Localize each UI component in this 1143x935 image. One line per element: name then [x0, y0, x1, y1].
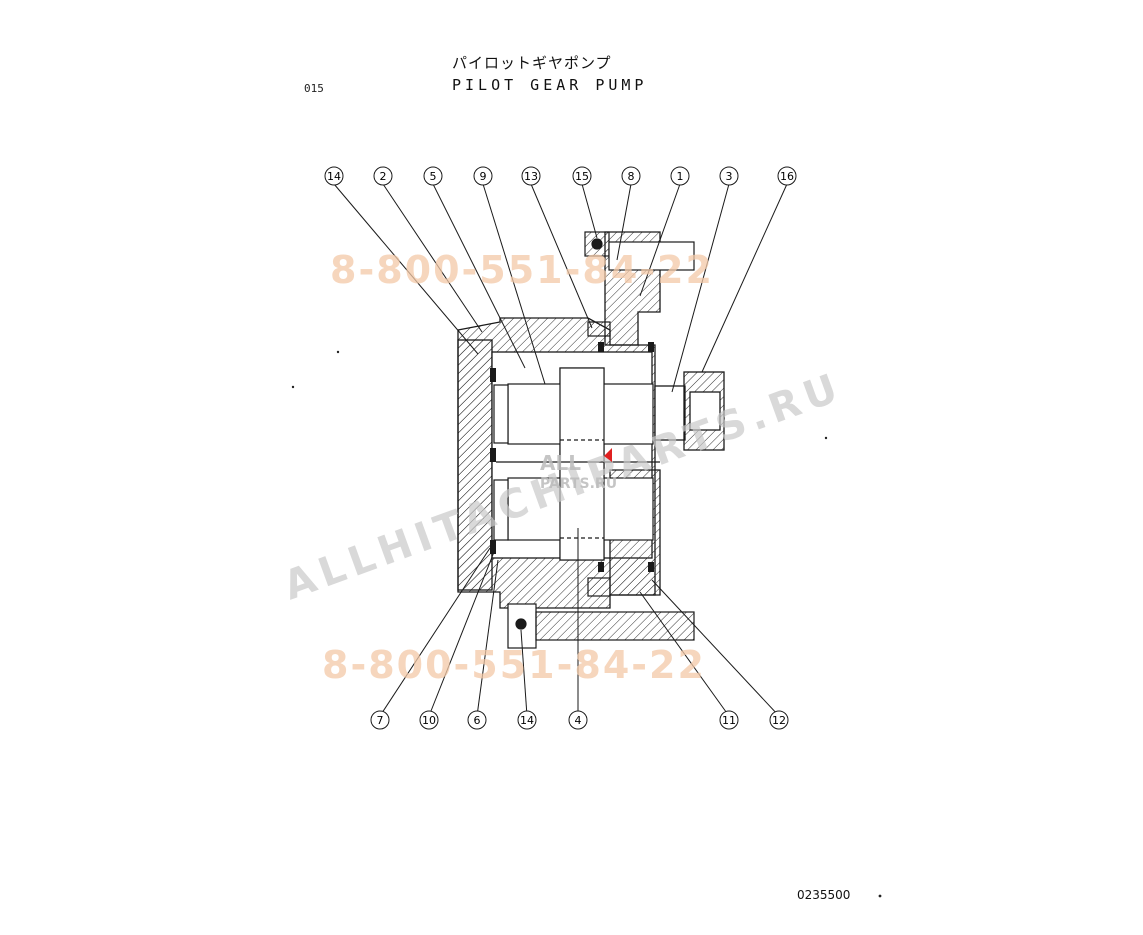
watermark-logo-line1: ALL — [540, 451, 581, 475]
svg-text:5: 5 — [430, 170, 437, 183]
svg-text:3: 3 — [726, 170, 733, 183]
svg-text:7: 7 — [377, 714, 384, 727]
diagram-title-english: PILOT GEAR PUMP — [452, 76, 648, 94]
bottom-bolt — [507, 577, 695, 649]
svg-text:11: 11 — [722, 714, 736, 727]
svg-text:2: 2 — [380, 170, 387, 183]
callout-5: 5 — [423, 166, 443, 186]
svg-text:10: 10 — [422, 714, 436, 727]
callout-13: 13 — [521, 166, 541, 186]
leader-lines-bottom — [379, 528, 780, 717]
callout-3: 3 — [719, 166, 739, 186]
svg-text:16: 16 — [780, 170, 794, 183]
callout-6: 6 — [467, 710, 487, 730]
callout-10: 10 — [419, 710, 439, 730]
callouts-bottom: 7 10 6 14 4 11 12 — [370, 710, 789, 730]
callout-14-top: 14 — [324, 166, 344, 186]
diagram-title-japanese: パイロットギヤポンプ — [452, 54, 612, 72]
callout-2: 2 — [373, 166, 393, 186]
callout-12: 12 — [769, 710, 789, 730]
svg-text:15: 15 — [575, 170, 589, 183]
svg-text:8: 8 — [628, 170, 635, 183]
svg-text:12: 12 — [772, 714, 786, 727]
callout-15: 15 — [572, 166, 592, 186]
drawing-number: 0235500 — [797, 888, 851, 902]
callout-14-bottom: 14 — [517, 710, 537, 730]
watermark-logo-accent — [604, 448, 612, 462]
svg-text:9: 9 — [480, 170, 487, 183]
svg-text:14: 14 — [327, 170, 341, 183]
callout-9: 9 — [473, 166, 493, 186]
svg-text:14: 14 — [520, 714, 534, 727]
top-bolt — [584, 231, 695, 337]
callout-8: 8 — [621, 166, 641, 186]
svg-text:6: 6 — [474, 714, 481, 727]
leader-lines-top — [333, 183, 788, 393]
callouts-top: 14 2 5 9 13 15 8 1 3 16 — [324, 166, 797, 186]
watermark-phone-top: 8-800-551-84-22 — [330, 248, 714, 292]
callout-7: 7 — [370, 710, 390, 730]
svg-text:4: 4 — [575, 714, 582, 727]
svg-text:1: 1 — [677, 170, 684, 183]
seals — [490, 342, 654, 572]
callout-4: 4 — [568, 710, 588, 730]
drive-shaft — [654, 371, 725, 451]
callout-16: 16 — [777, 166, 797, 186]
gear-set — [493, 367, 660, 561]
watermark-phone-bottom: 8-800-551-84-22 — [322, 643, 706, 687]
svg-text:13: 13 — [524, 170, 538, 183]
callout-11: 11 — [719, 710, 739, 730]
watermark-logo-line2: PARTS.RU — [540, 476, 617, 492]
page-number: 015 — [304, 82, 324, 95]
callout-1: 1 — [670, 166, 690, 186]
